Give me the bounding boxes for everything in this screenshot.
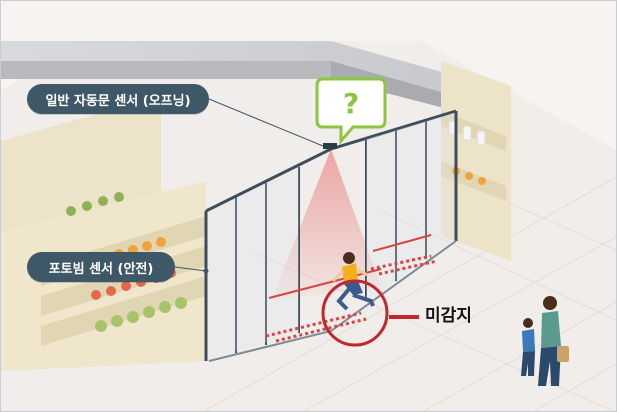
question-mark-icon: ? [315,77,387,146]
adult-and-child [521,296,569,386]
label-leaders [174,98,324,274]
automatic-door [204,109,458,362]
ceiling-beam [1,41,456,111]
safety-sensor-label: 포토빔 센서 (안전) [27,252,175,282]
undetected-marker [321,279,419,347]
svg-text:?: ? [343,87,359,120]
undetected-label: 미감지 [425,306,472,326]
opening-sensor-unit [323,143,337,149]
running-child [331,252,375,311]
opening-sensor-label: 일반 자동문 센서 (오프닝) [27,84,209,114]
